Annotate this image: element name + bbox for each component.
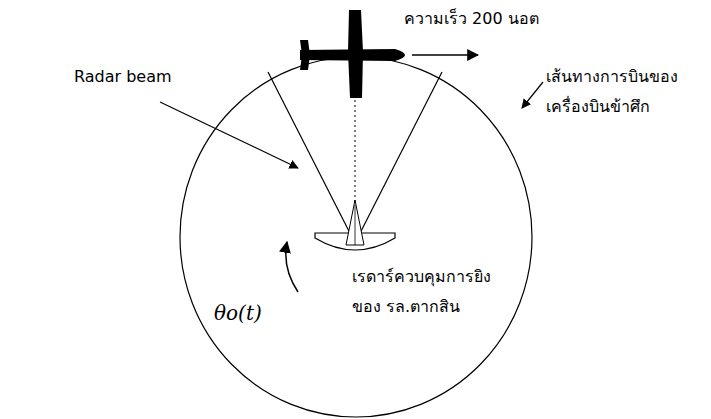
radar-beam-line [268, 72, 355, 243]
leader-line [522, 82, 543, 108]
aircraft [300, 10, 405, 98]
leader-line [160, 102, 298, 168]
radar-beam-line [355, 72, 442, 243]
rotation-arrow [286, 242, 298, 292]
callout-label: เส้นทางการบินของ เครื่องบินข้าศึก [546, 62, 704, 122]
speed-label: ความเร็ว 200 นอต [404, 4, 539, 34]
angle-label: θo(t) [214, 298, 262, 328]
flight-path-circle [180, 57, 532, 417]
callout-label: Radar beam [74, 62, 172, 92]
radar-dish [315, 200, 395, 250]
radar-label: เรดาร์ควบคุมการยิง ของ รล.ตากสิน [352, 262, 504, 322]
velocity-arrow [412, 54, 478, 56]
